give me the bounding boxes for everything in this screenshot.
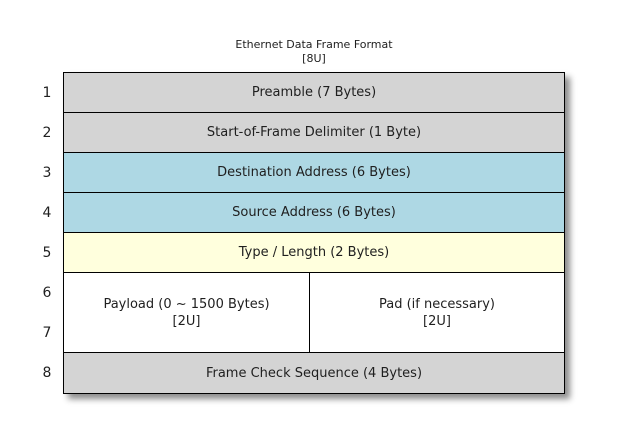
field-pad-label: Pad (if necessary)	[378, 296, 495, 312]
row-number-column: 1 2 3 4 5 6 7 8	[36, 72, 58, 394]
field-payload-units: [2U]	[172, 313, 201, 329]
row-number-2: 2	[42, 125, 52, 141]
row-number-1: 1	[42, 85, 52, 101]
field-source-address: Source Address (6 Bytes)	[64, 193, 564, 233]
row-number-6: 6	[42, 285, 52, 301]
diagram-title-line2: [8U]	[302, 52, 326, 65]
row-number-5: 5	[42, 245, 52, 261]
field-start-of-frame-delimiter: Start-of-Frame Delimiter (1 Byte)	[64, 113, 564, 153]
ethernet-frame-diagram: 1 2 3 4 5 6 7 8 Preamble (7 Bytes) Start…	[36, 72, 565, 394]
field-payload-label: Payload (0 ~ 1500 Bytes)	[103, 296, 270, 312]
diagram-title-line1: Ethernet Data Frame Format	[235, 38, 393, 51]
field-destination-address: Destination Address (6 Bytes)	[64, 153, 564, 193]
field-type-length: Type / Length (2 Bytes)	[64, 233, 564, 273]
payload-pad-row: Payload (0 ~ 1500 Bytes) [2U] Pad (if ne…	[64, 273, 564, 353]
field-pad: Pad (if necessary) [2U]	[310, 273, 564, 352]
field-payload: Payload (0 ~ 1500 Bytes) [2U]	[64, 273, 310, 352]
diagram-title: Ethernet Data Frame Format [8U]	[63, 38, 565, 66]
row-number-3: 3	[42, 165, 52, 181]
field-preamble: Preamble (7 Bytes)	[64, 73, 564, 113]
row-number-7: 7	[42, 325, 52, 341]
row-number-8: 8	[42, 365, 52, 381]
field-frame-check-sequence: Frame Check Sequence (4 Bytes)	[64, 353, 564, 393]
row-number-4: 4	[42, 205, 52, 221]
field-pad-units: [2U]	[423, 313, 451, 329]
frame-format-table: Preamble (7 Bytes) Start-of-Frame Delimi…	[63, 72, 565, 394]
